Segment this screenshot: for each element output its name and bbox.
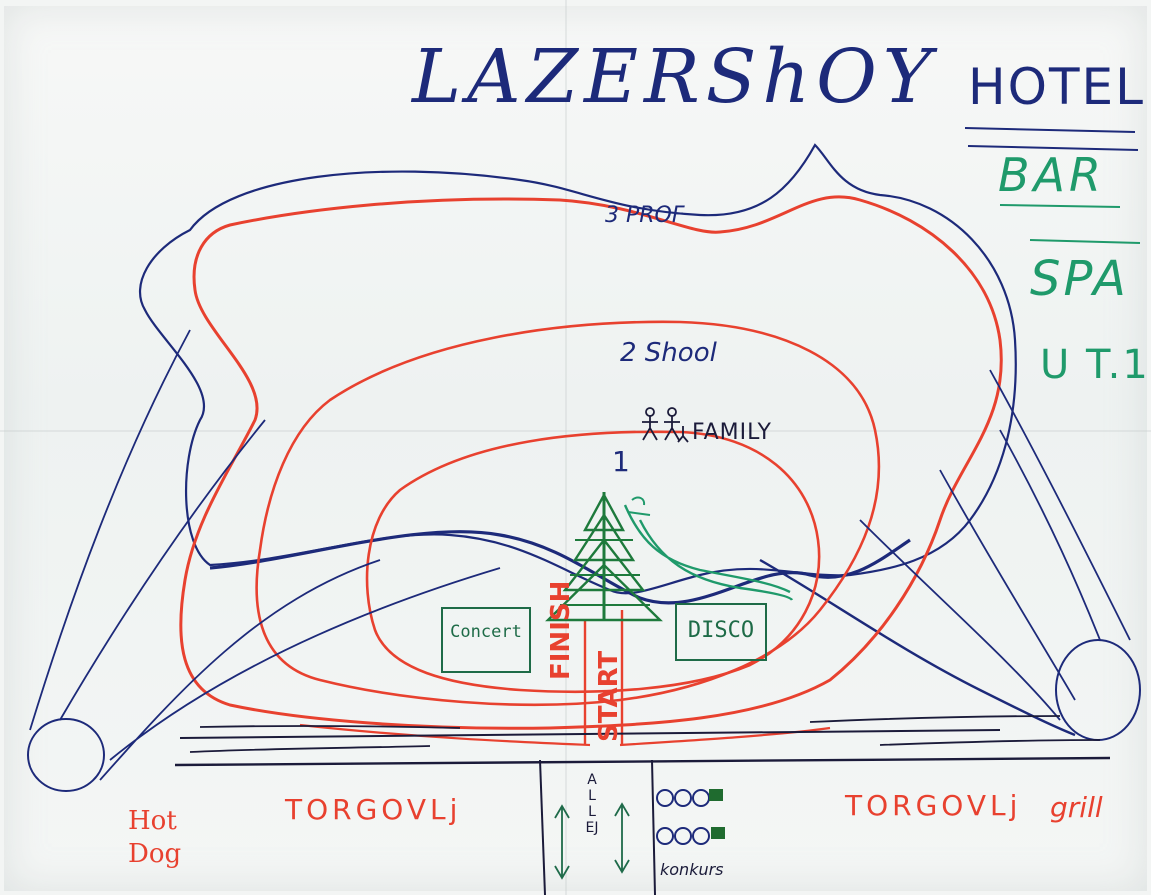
left-cylinder-end [27,718,105,792]
hotel-underline [964,127,1139,151]
concert-box [441,607,531,673]
family-figures-icon [642,407,689,443]
allej-label: ALLEJ [585,772,599,837]
red-track-inner [365,430,821,694]
family-label: FAMILY [692,420,772,445]
paper-fold [565,0,567,895]
spa-label: SPA [1030,251,1129,307]
start-label: START [594,650,624,742]
disco-label: DISCO [687,618,755,643]
right-diagonals [859,369,1131,721]
ut-label: U T.1 [1040,342,1150,388]
alley-right-line [651,759,656,895]
tree-icon [545,492,663,622]
outer-blue-route [139,143,1017,595]
ski-slope [623,504,794,601]
base-lines-right [809,715,1101,746]
disco-box [675,603,767,661]
alley-arrow-left [554,804,570,880]
hotel-label: HOTEL [968,58,1145,116]
track-inner-label: 1 [612,445,630,478]
alley-arrow-right [614,802,630,874]
track-outer-label: 3 PROF [605,203,685,228]
left-diagonals [29,329,501,781]
blue-cross-line-right [759,558,1076,737]
base-lines-left [189,725,461,753]
alley-left-line [539,759,546,895]
bar-label: BAR [998,148,1105,202]
finish-label: FINISH [546,580,576,680]
base-line-mid [174,756,1111,767]
skier-icon [627,496,651,516]
bar-underline [999,204,1141,244]
grill-label: grill [1050,791,1103,824]
map-title: LAZERShOY [412,34,938,120]
torgovlj-left-label: TORGOVLj [285,793,462,826]
base-line-top [179,729,1001,739]
paper-fold [0,430,1151,432]
concert-label: Concert [450,622,522,642]
red-track-outer [179,195,1003,730]
konkurs-label: konkurs [660,860,724,879]
track-middle-label: 2 Shool [620,338,717,368]
red-end-strokes [299,723,831,747]
hot-dog-label: Hot Dog [128,806,182,869]
torgovlj-right-label: TORGOVLj [845,789,1022,822]
konkurs-stalls-icon [656,789,725,845]
